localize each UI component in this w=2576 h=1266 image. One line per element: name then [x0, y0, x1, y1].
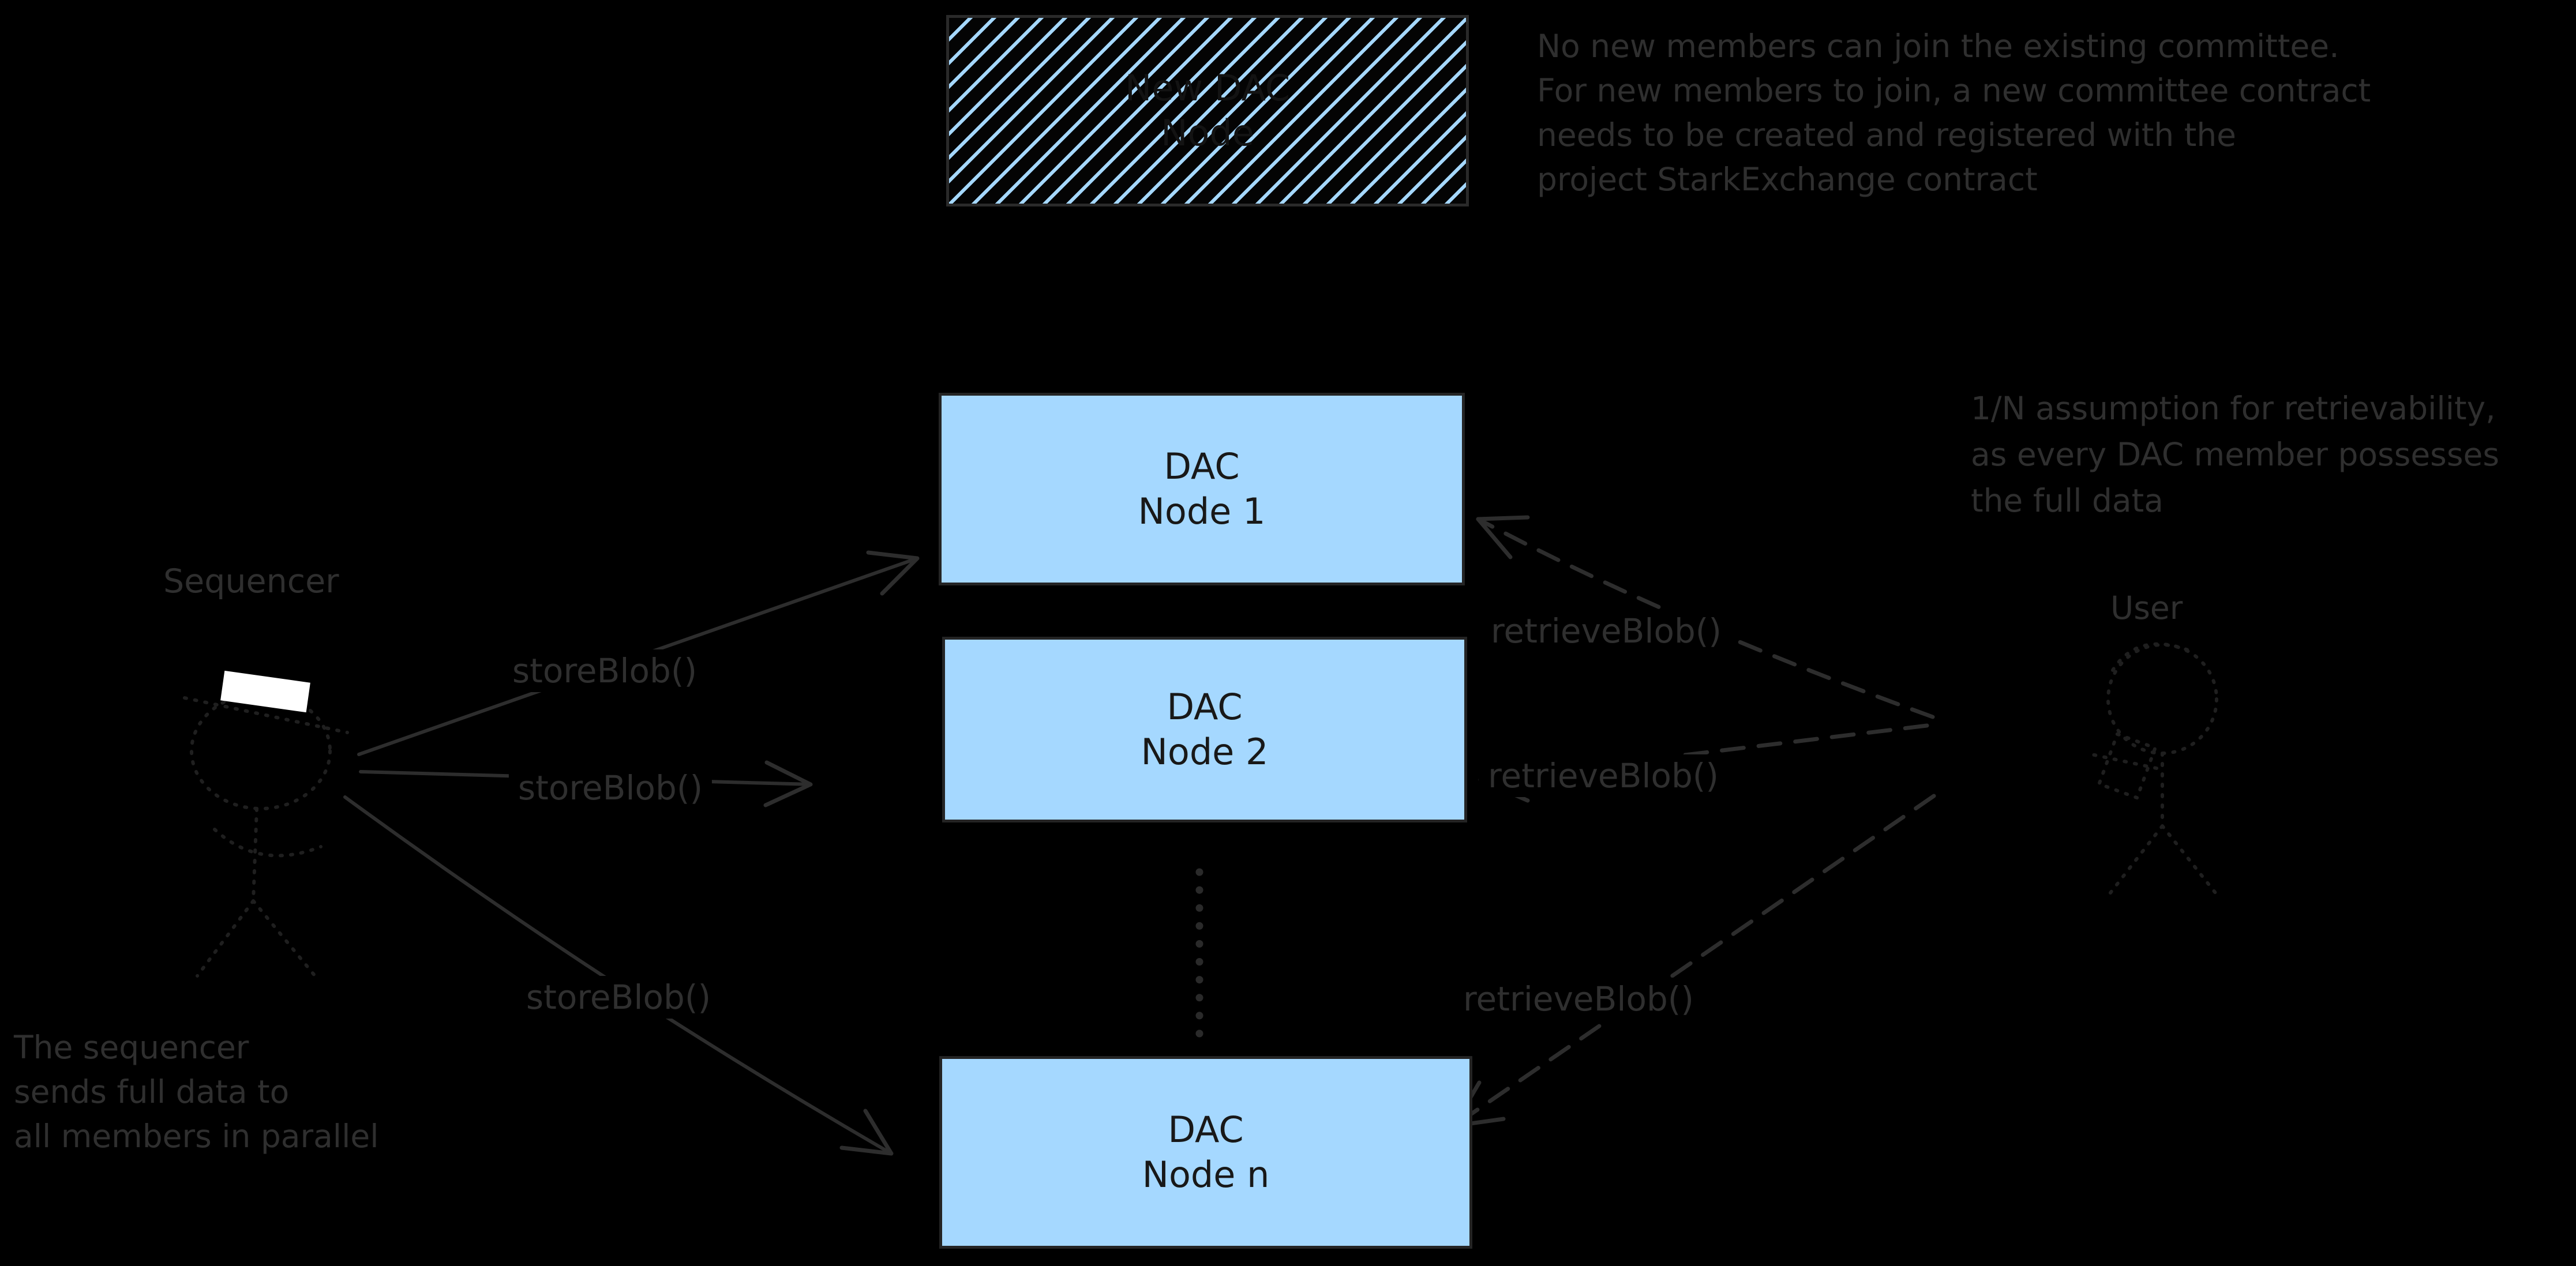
store-blob-label-3: storeBlob() [516, 976, 721, 1019]
dac-node-n-line2: Node n [1142, 1154, 1270, 1196]
store-blob-label-1: storeBlob() [503, 649, 707, 692]
dac-node-2-line1: DAC [1167, 686, 1243, 728]
retrieve-blob-label-2: retrieveBlob() [1478, 754, 1728, 797]
retrieve-arrow-3 [1452, 794, 1936, 1128]
committee-note-line3: needs to be created and registered with … [1537, 117, 2237, 153]
store-blob-label-2: storeBlob() [508, 767, 713, 809]
user-icon [2084, 642, 2218, 895]
dac-node-1-line1: DAC [1164, 445, 1240, 487]
sequencer-parallel-note-line2: sends full data to [14, 1073, 290, 1110]
store-arrow-3 [343, 795, 894, 1156]
new-dac-node-line1: New DAC [1124, 67, 1291, 109]
dac-node-2-line2: Node 2 [1141, 731, 1269, 773]
dac-node-n-box: DAC Node n [939, 1056, 1472, 1249]
sequencer-label: Sequencer [163, 562, 339, 600]
retrievability-note-line3: the full data [1971, 482, 2163, 519]
dac-node-1-line2: Node 1 [1138, 490, 1266, 532]
committee-note-line1: No new members can join the existing com… [1537, 28, 2339, 65]
user-label: User [2110, 589, 2183, 626]
retrievability-note-line1: 1/N assumption for retrievability, [1971, 390, 2496, 427]
sequencer-parallel-note-line1: The sequencer [14, 1029, 249, 1066]
sequencer-visor [220, 670, 310, 713]
retrievability-note: 1/N assumption for retrievability, as ev… [1971, 385, 2499, 524]
retrieve-blob-label-3: retrieveBlob() [1453, 978, 1704, 1020]
committee-note-line4: project StarkExchange contract [1537, 161, 2038, 198]
retrievability-note-line2: as every DAC member possesses [1971, 436, 2499, 473]
sequencer-icon [183, 670, 349, 978]
new-dac-node-line2: Node [1161, 112, 1254, 154]
retrieve-blob-label-1: retrieveBlob() [1481, 610, 1731, 652]
committee-note: No new members can join the existing com… [1537, 24, 2371, 202]
sequencer-parallel-note: The sequencer sends full data to all mem… [14, 1025, 378, 1159]
dac-node-n-line1: DAC [1168, 1109, 1244, 1151]
dac-node-2-box: DAC Node 2 [942, 637, 1467, 822]
committee-note-line2: For new members to join, a new committee… [1537, 72, 2371, 109]
sequencer-parallel-note-line3: all members in parallel [14, 1118, 379, 1155]
new-dac-node-box: New DAC Node [946, 15, 1469, 206]
dac-node-1-box: DAC Node 1 [939, 393, 1465, 585]
